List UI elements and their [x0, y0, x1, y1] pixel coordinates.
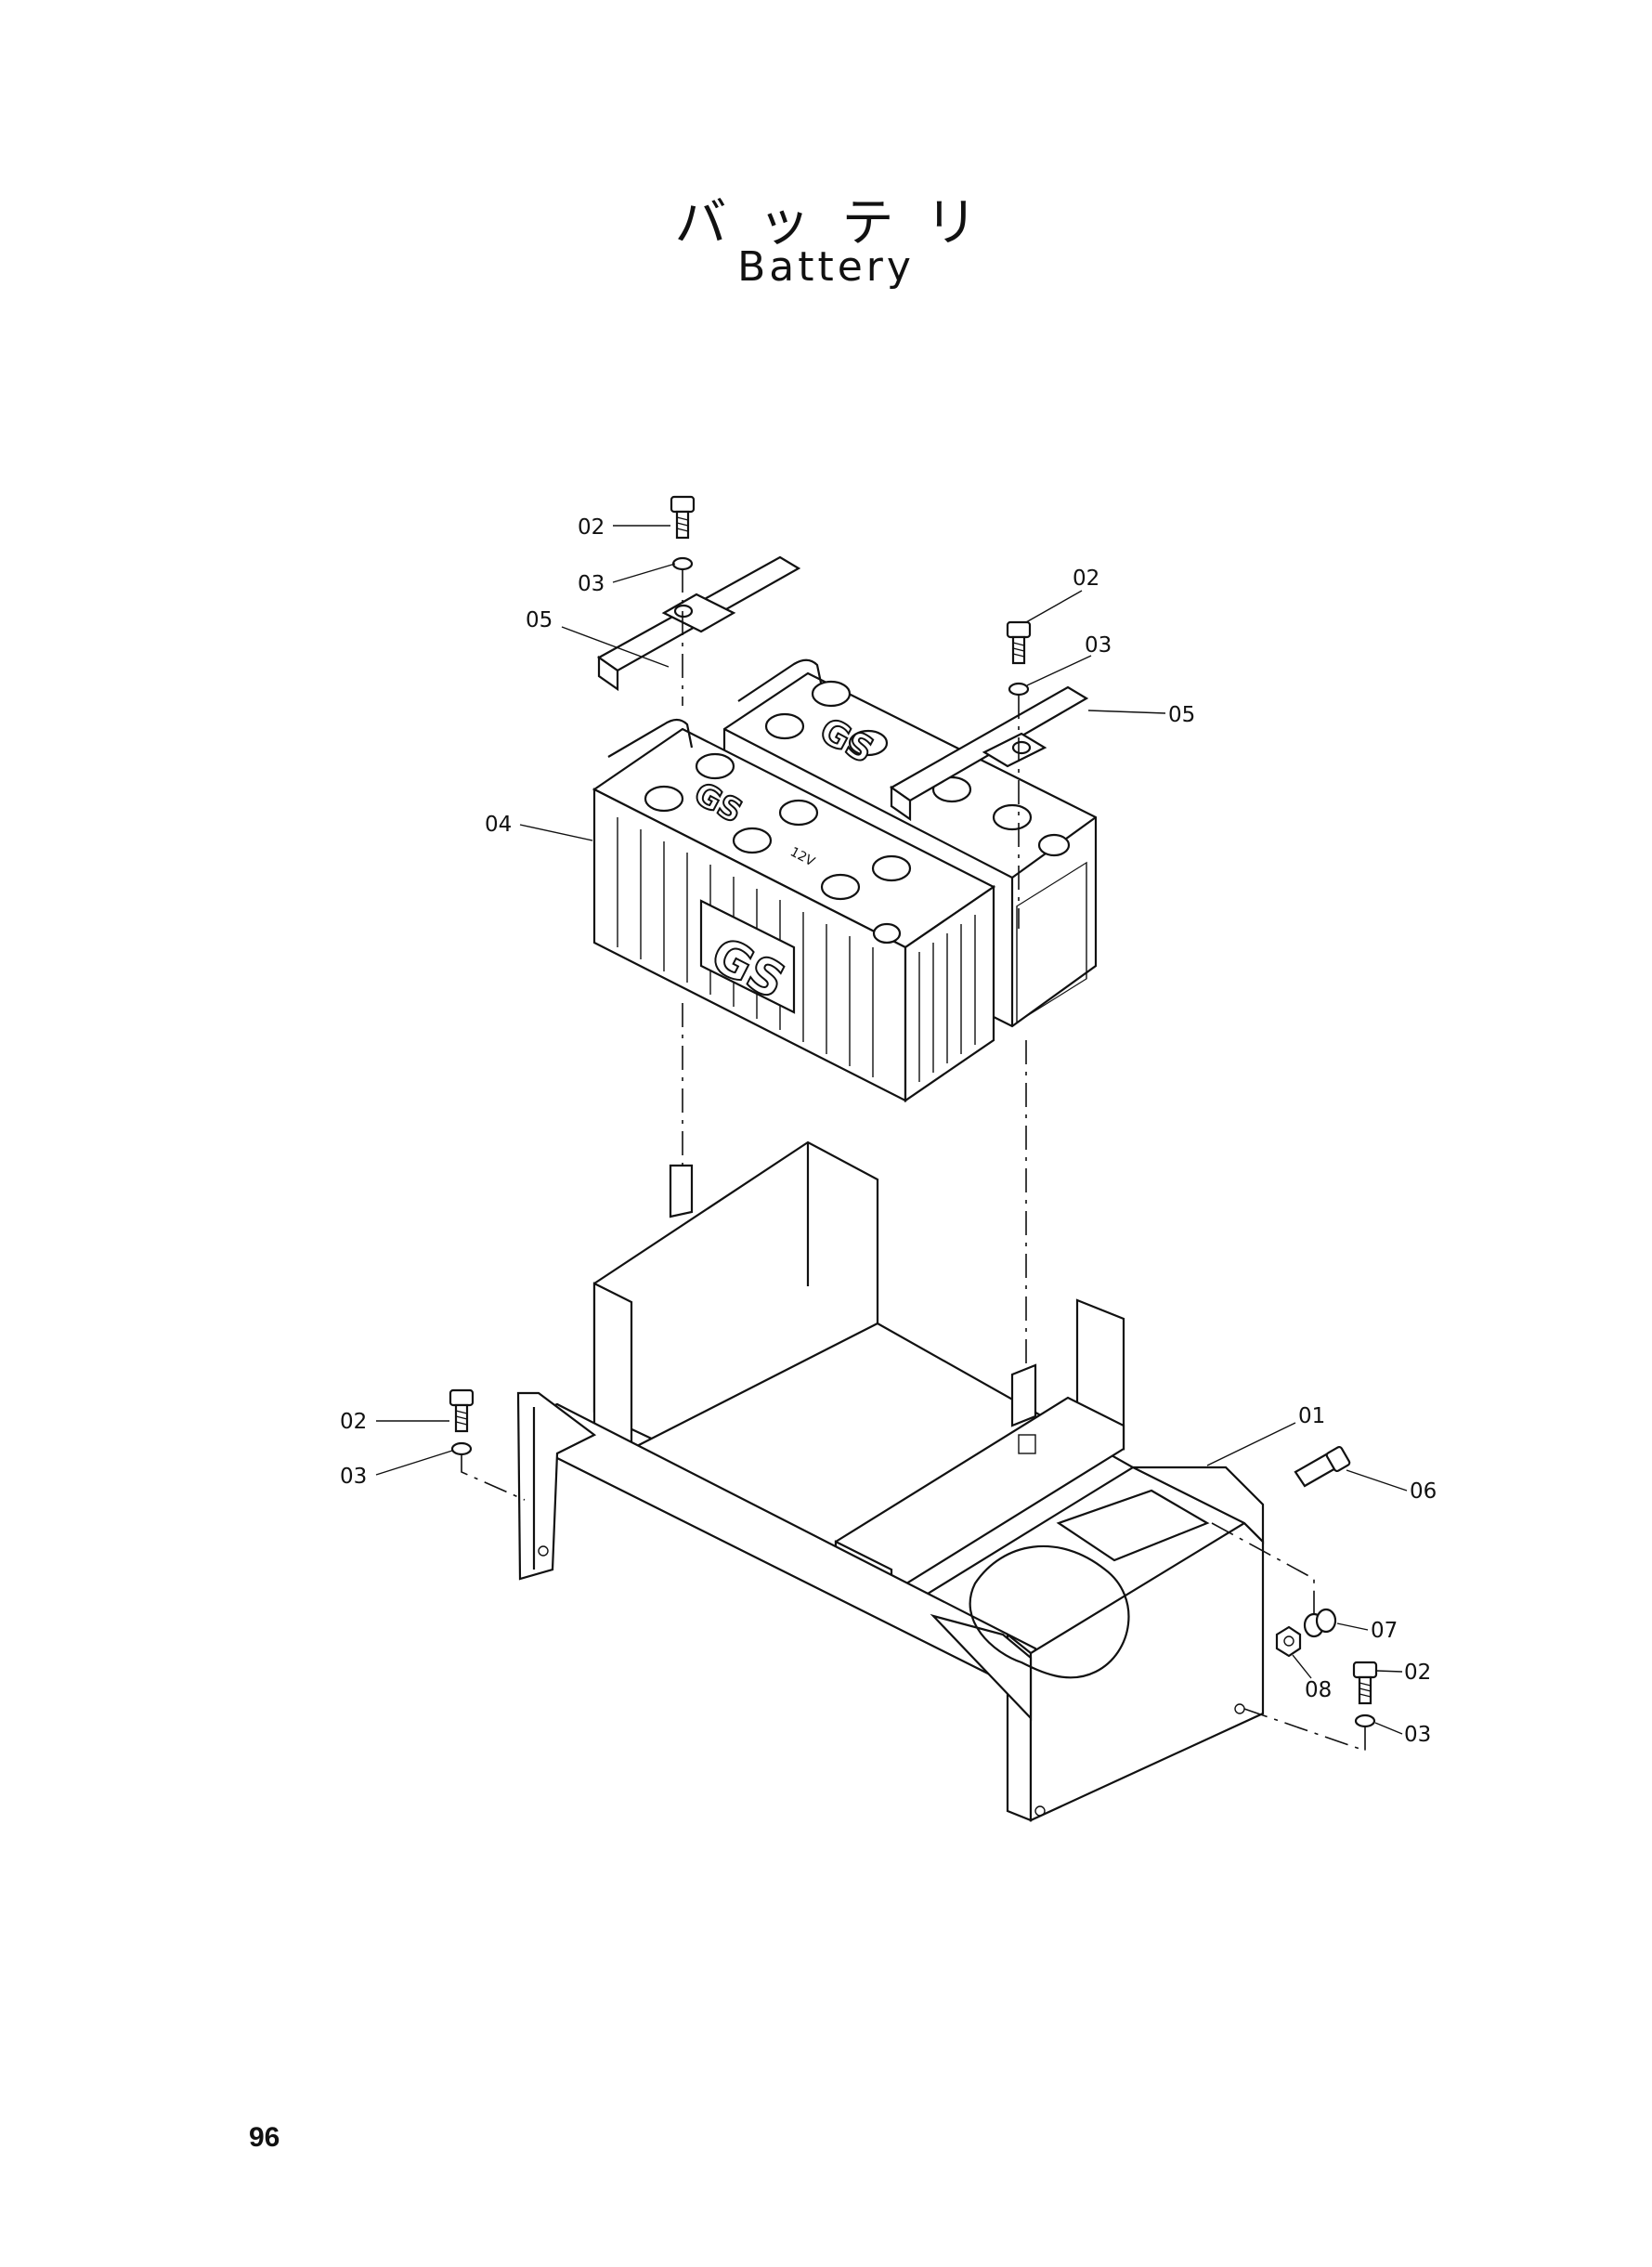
washer-03-left [450, 1441, 473, 1456]
assembly-lines [461, 568, 1366, 1752]
hold-down-bar-right [889, 685, 1089, 822]
callout-label: 02 [1404, 1661, 1431, 1685]
washer-03-top-right [1008, 682, 1030, 697]
page-number: 96 [249, 2122, 280, 2153]
callout-label: 07 [1371, 1619, 1398, 1643]
callout-label: 02 [340, 1410, 367, 1434]
bolt-02-top-left [670, 495, 696, 540]
nut-08 [1275, 1625, 1302, 1658]
callout-label: 03 [578, 572, 605, 596]
callout-label: 03 [1085, 633, 1112, 658]
callout-label: 03 [340, 1465, 367, 1489]
callout-labels: 02 03 05 04 02 03 05 02 03 01 06 07 08 0… [340, 515, 1437, 1747]
callout-label: 05 [1168, 703, 1195, 727]
callout-label: 04 [485, 813, 512, 837]
washer-07 [1303, 1608, 1337, 1638]
leader-lines [375, 525, 1408, 1735]
page-title-japanese: バッテリ [674, 193, 1009, 254]
callout-label: 06 [1410, 1479, 1437, 1504]
bolt-06 [1294, 1445, 1351, 1488]
washer-03-right [1354, 1713, 1376, 1728]
battery-front: GS GS 12V [592, 718, 996, 1103]
callout-label: 01 [1298, 1404, 1325, 1428]
callout-label: 03 [1404, 1723, 1431, 1747]
callout-label: 05 [526, 608, 553, 632]
battery-tray [516, 1140, 1265, 1822]
bolt-02-left [449, 1388, 475, 1433]
callout-label: 02 [1073, 567, 1099, 591]
page-title-english: Battery [737, 243, 915, 291]
hold-down-bar-left [596, 555, 801, 692]
washer-03-top-left [671, 556, 694, 571]
callout-label: 08 [1305, 1678, 1332, 1702]
bolt-02-right [1352, 1661, 1378, 1705]
callout-label: 02 [578, 515, 605, 540]
bolt-02-top-right [1006, 620, 1032, 665]
